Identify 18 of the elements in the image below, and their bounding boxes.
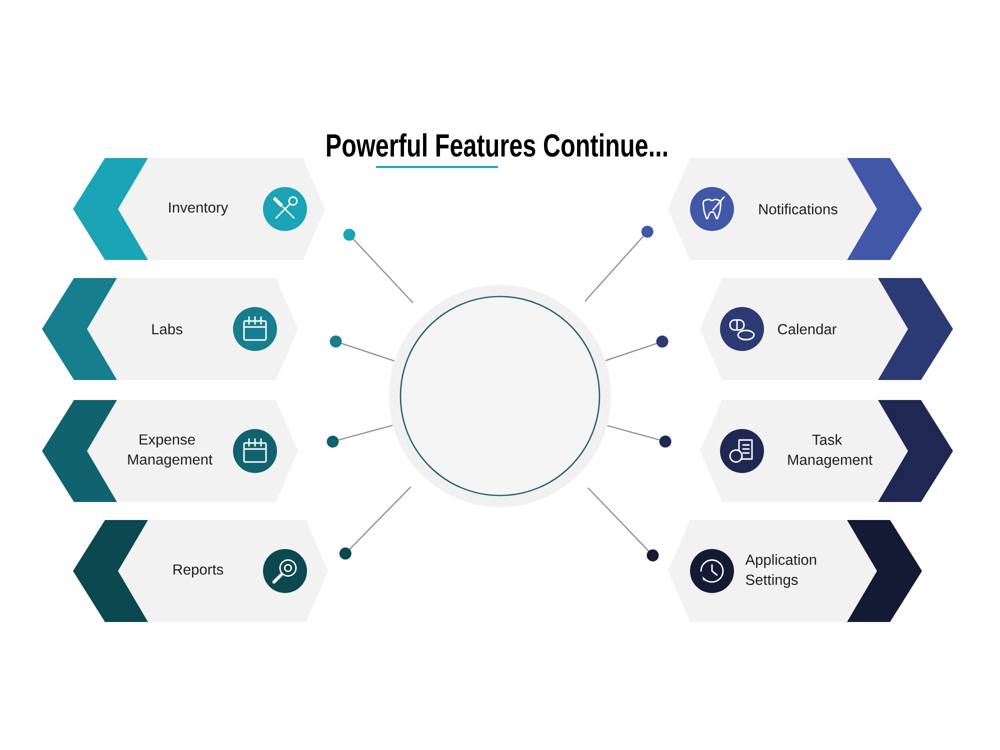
feature-banner: Notifications [668, 158, 922, 260]
connector-line [339, 486, 412, 560]
center-circle [389, 285, 611, 507]
connector-line [584, 226, 654, 302]
connector-line [588, 487, 659, 562]
feature-banner: Calendar [700, 278, 953, 380]
connector-line [326, 424, 393, 448]
feature-banner: Reports [73, 520, 328, 622]
feature-banner: Inventory [73, 158, 325, 260]
connector-line [605, 336, 668, 362]
feature-banner: Task Management [700, 400, 953, 502]
title: Powerful Features Continue... [327, 133, 667, 157]
feature-banner: Expense Management [42, 400, 298, 502]
connector-line [607, 424, 672, 448]
feature-banner: Application Settings [668, 520, 922, 622]
connector-line [343, 228, 414, 304]
feature-banner: Labs [42, 278, 298, 380]
connector-line [330, 335, 395, 362]
